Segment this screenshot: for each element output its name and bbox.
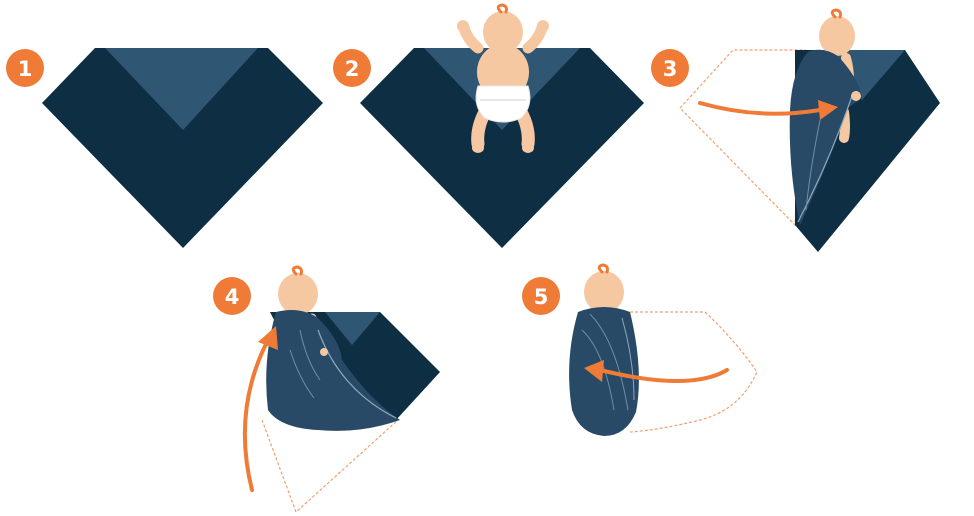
step-number: 3: [663, 57, 678, 81]
step-4: 4: [213, 267, 440, 512]
baby-icon: [584, 265, 624, 313]
step-1: 1: [6, 48, 323, 248]
step-5: 5: [522, 265, 757, 436]
number-badge-icon: 2: [333, 49, 371, 87]
folded-corner-outline: [680, 50, 805, 225]
step-number: 5: [534, 285, 549, 309]
number-badge-icon: 4: [213, 277, 251, 315]
step-number: 4: [225, 285, 240, 309]
blanket-icon: [42, 48, 323, 248]
step-number: 2: [345, 57, 360, 81]
number-badge-icon: 1: [6, 49, 44, 87]
folded-corner-outline: [262, 420, 398, 512]
step-3: 3: [651, 10, 940, 252]
step-2: 2: [333, 5, 644, 248]
folded-corner-outline: [630, 312, 757, 432]
step-number: 1: [18, 57, 33, 81]
number-badge-icon: 5: [522, 277, 560, 315]
number-badge-icon: 3: [651, 49, 689, 87]
